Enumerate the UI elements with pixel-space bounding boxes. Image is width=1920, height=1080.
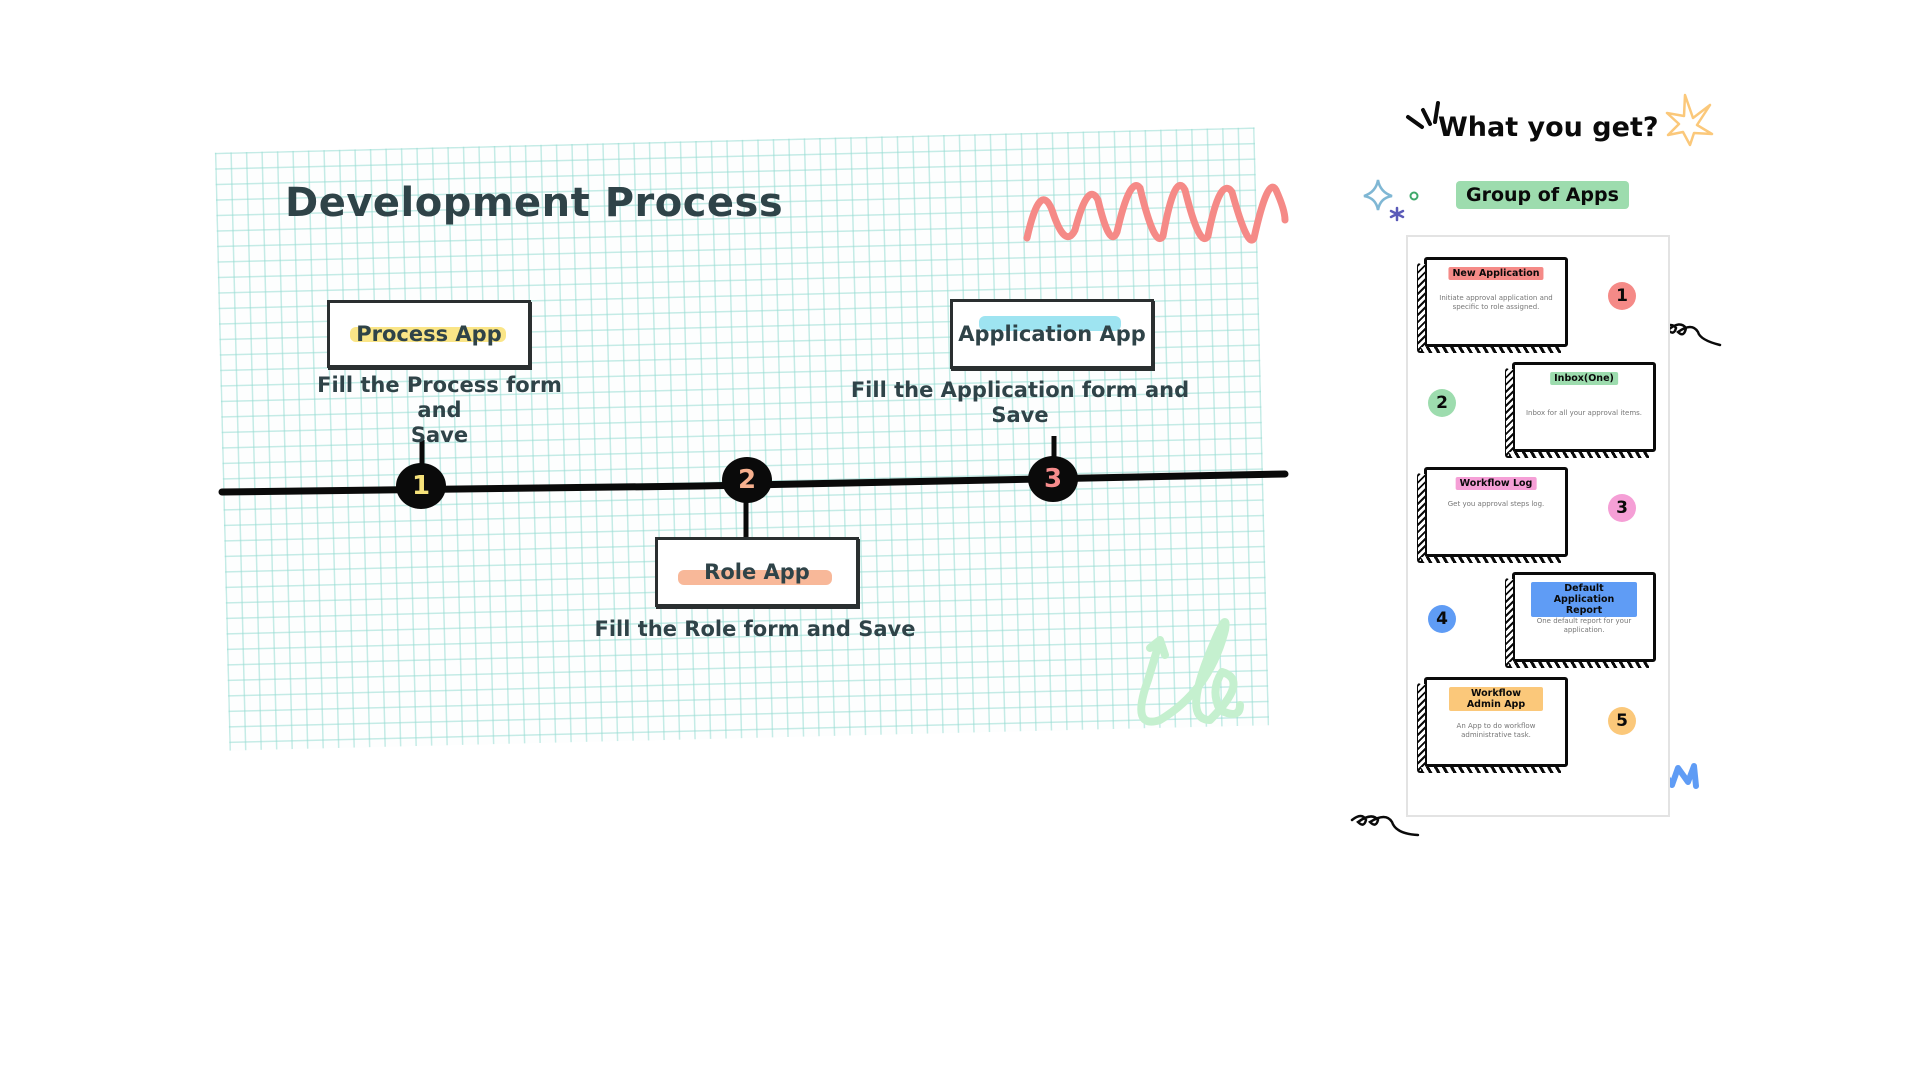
what-you-get-title: What you get? — [1438, 112, 1659, 143]
card-hatch-side — [1418, 264, 1425, 350]
asterisk-icon — [1389, 206, 1405, 222]
curl-scribble-bottom — [1350, 814, 1420, 837]
badge-5: 5 — [1608, 707, 1636, 735]
card-tag: Workflow Admin App — [1449, 687, 1543, 711]
badge-4: 4 — [1428, 605, 1456, 633]
card-description: Inbox for all your approval items. — [1525, 409, 1643, 417]
badge-2: 2 — [1428, 389, 1456, 417]
group-of-apps-label: Group of Apps — [1456, 181, 1629, 209]
burst-lines-icon — [1406, 101, 1440, 129]
application-app-box: Application App — [950, 299, 1154, 369]
description-line: Save — [410, 423, 469, 447]
role-app-highlight — [678, 570, 832, 585]
card-hatch-bottom — [1509, 662, 1649, 668]
description-line: Save — [991, 403, 1049, 427]
card-hatch-bottom — [1421, 767, 1561, 773]
step-node-2: 2 — [722, 457, 772, 503]
curl-scribble-right — [1660, 323, 1722, 347]
description-line: Fill the Process form and — [317, 373, 562, 422]
process-app-label: Process App — [356, 322, 502, 346]
card-new-application: New Application Initiate approval applic… — [1418, 257, 1568, 353]
process-app-description: Fill the Process form and Save — [292, 373, 587, 448]
step-node-1: 1 — [396, 463, 446, 509]
card-hatch-side — [1506, 579, 1513, 665]
card-description: Initiate approval application and specif… — [1439, 294, 1553, 311]
role-app-description: Fill the Role form and Save — [590, 617, 920, 642]
card-workflow-admin-app: Workflow Admin App An App to do workflow… — [1418, 677, 1568, 773]
badge-3: 3 — [1608, 494, 1636, 522]
badge-1: 1 — [1608, 282, 1636, 310]
role-app-box: Role App — [655, 537, 859, 607]
description-line: Fill the Application form and — [850, 378, 1190, 402]
card-tag: Inbox(One) — [1550, 372, 1618, 385]
card-description: Get you approval steps log. — [1447, 500, 1545, 508]
process-app-highlight — [350, 327, 506, 342]
diagram-title: Development Process — [285, 180, 784, 226]
sparkle-icon — [1363, 179, 1393, 211]
card-tag: New Application — [1448, 267, 1544, 280]
star-icon — [1665, 93, 1714, 147]
card-workflow-log: Workflow Log Get you approval steps log. — [1418, 467, 1568, 563]
card-hatch-bottom — [1421, 557, 1561, 563]
card-hatch-bottom — [1421, 347, 1561, 353]
step-node-3: 3 — [1028, 456, 1078, 502]
timeline-line — [218, 470, 1289, 496]
card-inbox: Inbox(One) Inbox for all your approval i… — [1506, 362, 1656, 458]
card-description: An App to do workflow administrative tas… — [1456, 722, 1536, 739]
application-app-description: Fill the Application form and Save — [850, 378, 1190, 428]
description-line: Fill the Role form and Save — [594, 617, 916, 641]
card-hatch-bottom — [1509, 452, 1649, 458]
card-hatch-side — [1418, 684, 1425, 770]
card-tag: Default Application Report — [1531, 582, 1637, 617]
role-app-label: Role App — [704, 560, 810, 584]
card-description: One default report for your application. — [1536, 617, 1632, 634]
card-hatch-side — [1418, 474, 1425, 560]
card-hatch-side — [1506, 369, 1513, 455]
application-app-label: Application App — [958, 322, 1146, 346]
small-circle-icon — [1409, 191, 1419, 201]
zigzag-decoration — [1023, 181, 1289, 244]
card-tag: Workflow Log — [1455, 477, 1537, 490]
loop-scribble-decoration — [1137, 618, 1244, 726]
process-app-box: Process App — [327, 300, 531, 368]
card-default-application-report: Default Application Report One default r… — [1506, 572, 1656, 668]
application-app-highlight — [979, 316, 1121, 331]
